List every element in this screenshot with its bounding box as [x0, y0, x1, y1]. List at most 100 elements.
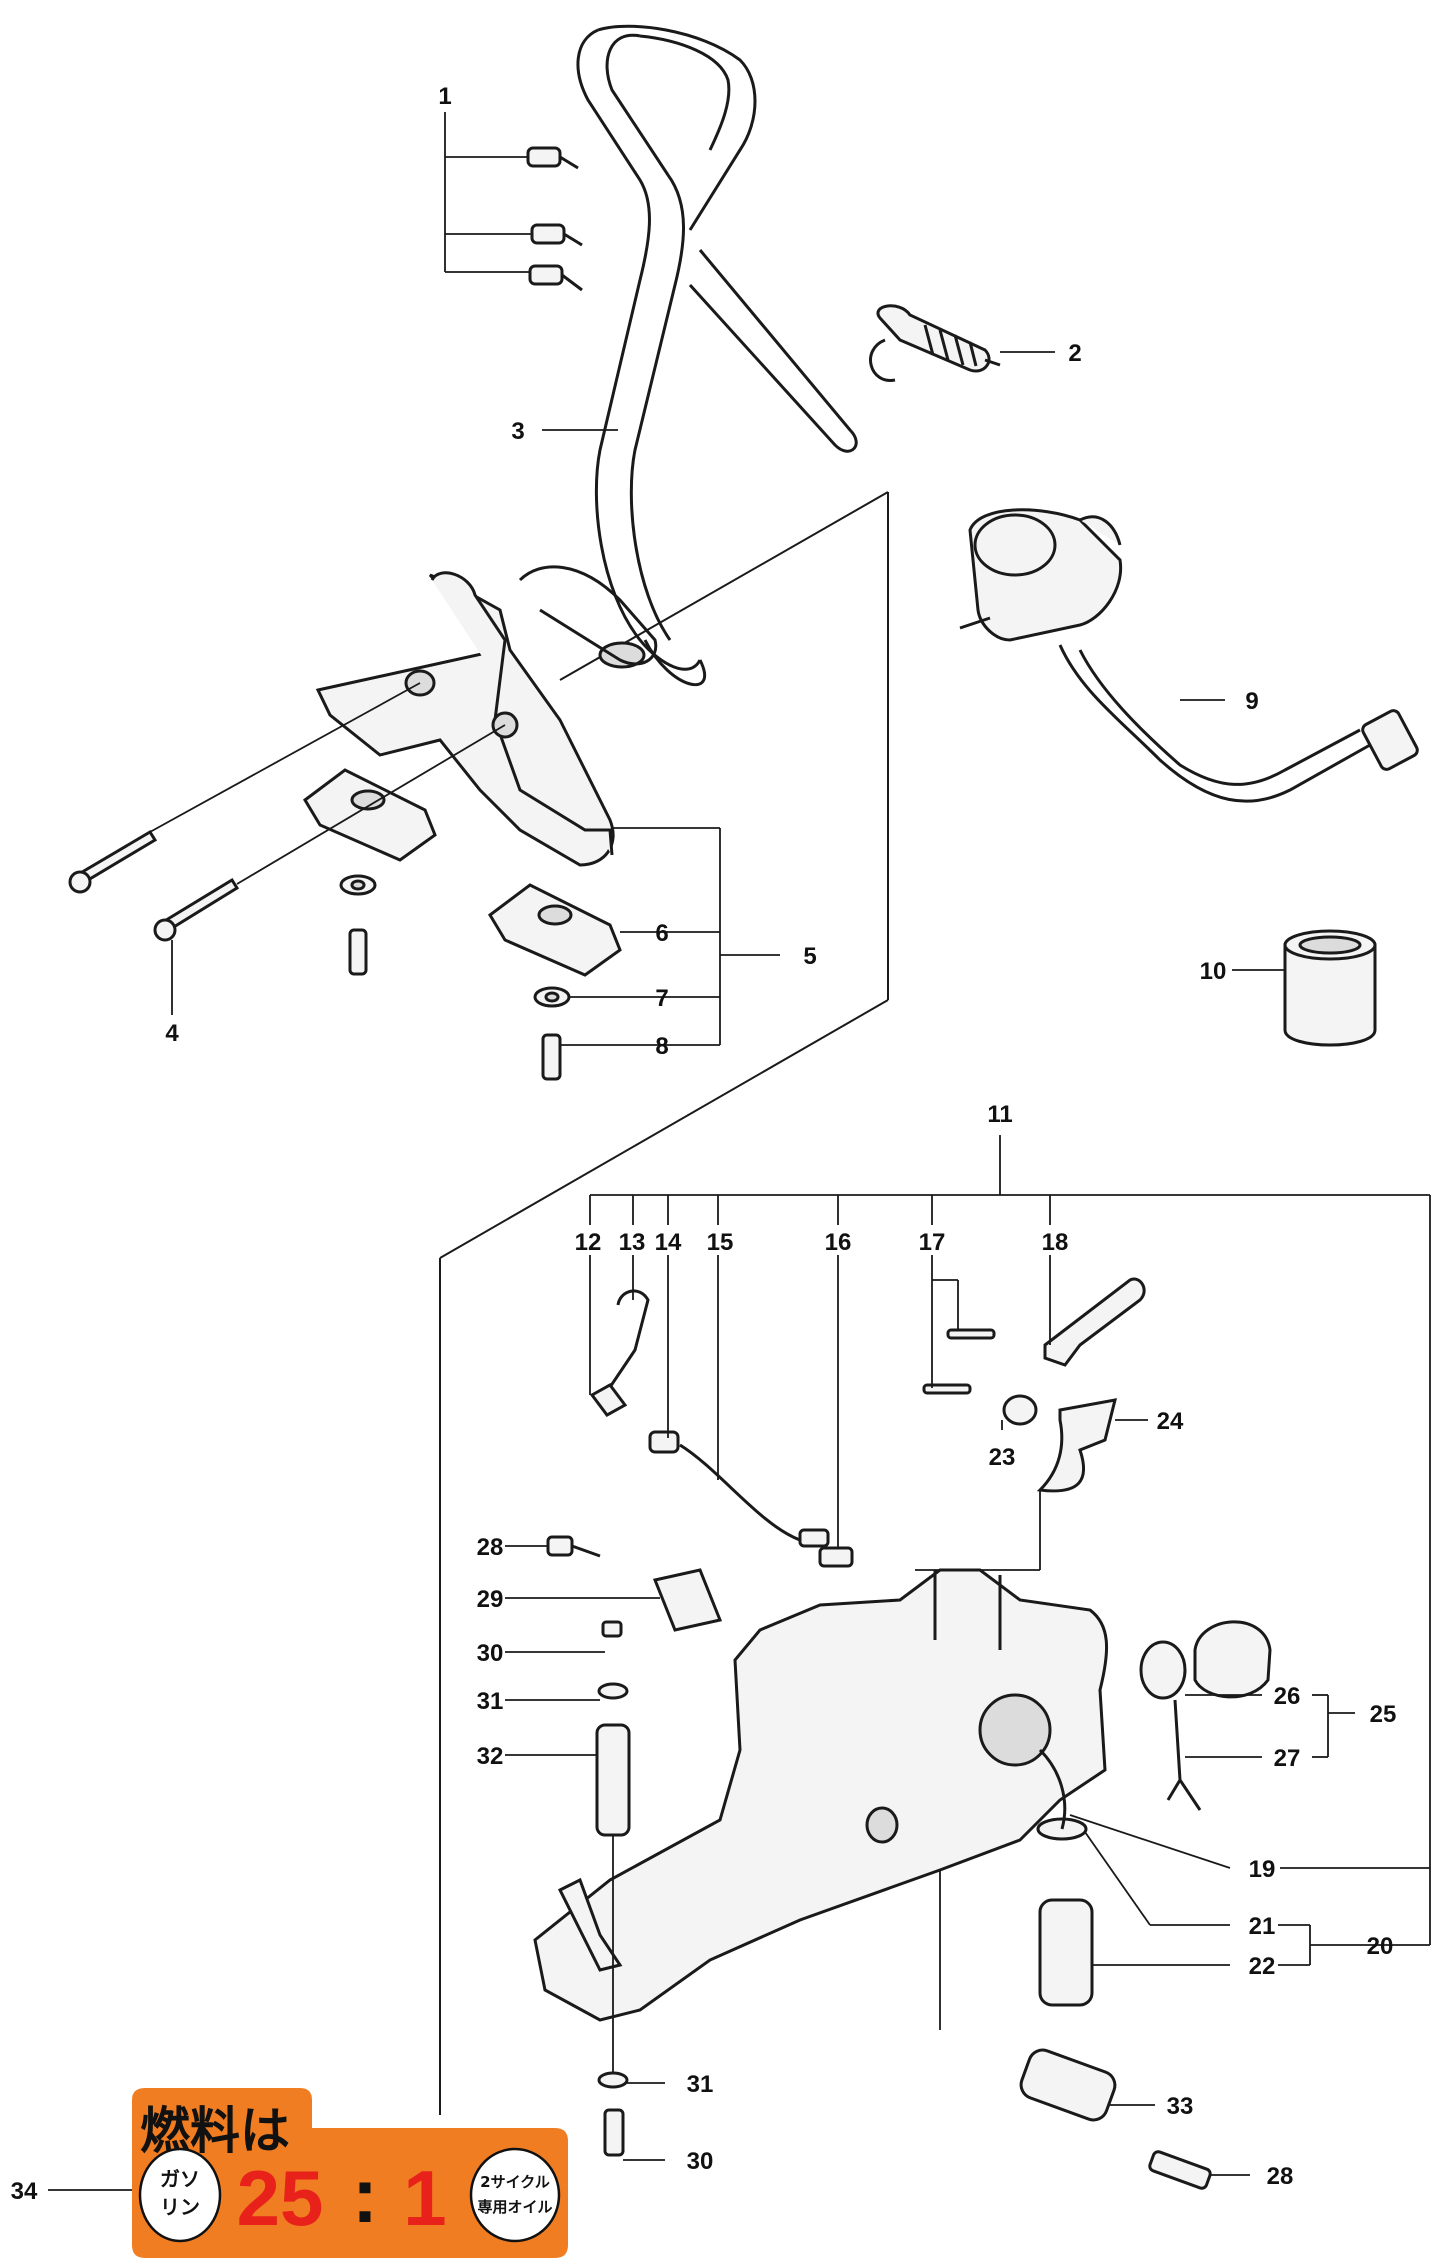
fuel-label-gasoline-bottom: リン [160, 2195, 200, 2219]
callout-21: 21 [1249, 1913, 1276, 1940]
callout-15: 15 [707, 1229, 734, 1256]
rubber-pad-b [488, 883, 622, 977]
callout-9: 9 [1245, 688, 1258, 715]
callout-6: 6 [655, 920, 668, 947]
handle-mount-hole [598, 641, 646, 669]
leader-lines [48, 112, 1431, 2191]
washers-bolts [339, 874, 571, 1081]
callout-7: 7 [655, 985, 668, 1012]
screw-28-bottom [1148, 2150, 1212, 2190]
callout-20: 20 [1367, 1933, 1394, 1960]
screw-head-1a [526, 146, 562, 168]
washer-left-hole [350, 879, 366, 891]
callout-3: 3 [511, 418, 524, 445]
callout-16: 16 [825, 1229, 852, 1256]
callout-2: 2 [1068, 340, 1081, 367]
tank-hose-part [959, 508, 1419, 803]
fuel-label-oil-top: 2サイクル [480, 2173, 550, 2191]
throttle-nipple [648, 1430, 680, 1454]
screw-head-1b [530, 223, 566, 245]
screw-30-top [601, 1620, 623, 1638]
cable-sleeve-a [798, 1528, 830, 1548]
callout-8: 8 [655, 1033, 668, 1060]
callout-12: 12 [575, 1229, 602, 1256]
cable-sleeve-b [818, 1546, 854, 1568]
fuel-cap-filter [1036, 1620, 1272, 2007]
front-handle-part [518, 24, 858, 687]
fuel-label-ratio-separator: : [352, 2151, 378, 2239]
washer-right-hole [544, 991, 560, 1003]
screw-30-bottom [603, 2108, 625, 2157]
callout-33: 33 [1167, 2093, 1194, 2120]
callout-30-bottom: 30 [687, 2148, 714, 2175]
callout-28-bottom: 28 [1267, 2163, 1294, 2190]
callout-29: 29 [477, 1586, 504, 1613]
callout-19: 19 [1249, 1856, 1276, 1883]
callout-31-top: 31 [477, 1688, 504, 1715]
fuel-label-gasoline-top: ガソ [160, 2167, 200, 2191]
callout-14: 14 [655, 1229, 682, 1256]
spring-clamp-part [869, 304, 1001, 382]
screw-head-1c [528, 264, 564, 286]
callout-10: 10 [1200, 958, 1227, 985]
hose-fitting [1361, 709, 1419, 771]
throttle-lock [1043, 1277, 1146, 1367]
fuel-label-background [132, 2088, 568, 2258]
rubber-pad-a [303, 768, 437, 862]
housing-tank-opening [978, 1693, 1052, 1767]
callout-28-top: 28 [477, 1534, 504, 1561]
fuel-filter-22 [1038, 1898, 1094, 2007]
callout-18: 18 [1042, 1229, 1069, 1256]
fuel-label-title: 燃料は [140, 2102, 290, 2160]
callout-23: 23 [989, 1444, 1016, 1471]
callout-4: 4 [165, 1020, 179, 1047]
damper-spring-29 [652, 1568, 723, 1632]
fuel-label-gasoline-badge [138, 2147, 222, 2243]
washer-31-top [597, 1682, 629, 1700]
fuel-label-oil-badge [469, 2147, 561, 2243]
callout-5: 5 [803, 943, 816, 970]
upper-frame-diagonal [439, 999, 889, 1259]
washer-31-bottom [597, 2071, 629, 2089]
callout-32: 32 [477, 1743, 504, 1770]
housing-mount-hole [865, 1806, 899, 1844]
fuel-label-ratio-gasoline: 25 [237, 2154, 324, 2242]
throttle-elbow [589, 1383, 628, 1417]
handle-screws [526, 146, 583, 292]
throttle-spring [1002, 1394, 1038, 1426]
throttle-trigger [1036, 1398, 1118, 1493]
fuel-label-ratio-oil: 1 [403, 2154, 446, 2242]
rubber-pad-b-hole [537, 904, 573, 926]
callout-27: 27 [1274, 1745, 1301, 1772]
callout-22: 22 [1249, 1953, 1276, 1980]
pin-b [922, 1383, 972, 1395]
rear-handle-housing [533, 1568, 1109, 2022]
bolt-left [348, 928, 368, 976]
filter-cup-inner [1298, 935, 1362, 955]
callout-1: 1 [438, 83, 451, 110]
fuel-label-oil-bottom: 専用オイル [477, 2198, 552, 2216]
fuel-mix-label: 燃料は ガソ リン 25 : 1 2サイクル 専用オイル [132, 2088, 568, 2258]
fuel-cap [1193, 1620, 1272, 1699]
rubber-pad-a-hole [350, 789, 386, 811]
callout-26: 26 [1274, 1683, 1301, 1710]
callout-24: 24 [1157, 1408, 1184, 1435]
damper-spring-32 [595, 1723, 631, 1837]
tank-cap-opening [973, 513, 1057, 577]
callout-numbers: 1 2 3 4 5 6 7 8 9 10 11 12 13 14 15 16 1… [11, 83, 1397, 2205]
long-bolts [68, 682, 506, 942]
pin-a [946, 1328, 996, 1340]
damper-spring-33 [1019, 2048, 1117, 2122]
rubber-pads [303, 768, 622, 977]
callout-31-bottom: 31 [687, 2071, 714, 2098]
callout-34: 34 [11, 2178, 38, 2205]
throttle-parts [589, 1277, 1146, 1568]
filter-cup-part [1283, 929, 1377, 1047]
screw-28-top [546, 1535, 574, 1557]
callout-17: 17 [919, 1229, 946, 1256]
callout-11: 11 [987, 1101, 1012, 1128]
callout-25: 25 [1370, 1701, 1397, 1728]
cap-seal-26 [1139, 1640, 1187, 1700]
bolt-right [541, 1033, 562, 1081]
